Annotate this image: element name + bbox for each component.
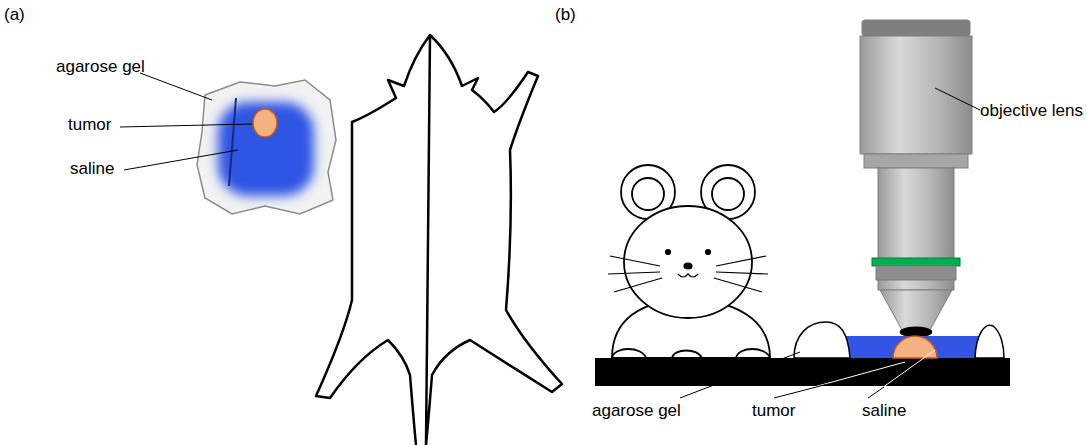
part-label: tumor <box>68 116 111 133</box>
leader-line <box>935 88 980 110</box>
part-label: agarose gel <box>56 58 145 75</box>
leader-line <box>120 124 252 127</box>
objective-lens <box>860 20 972 337</box>
part-label: objective lens <box>980 102 1083 119</box>
agarose-gel-wall <box>794 322 850 358</box>
leader-line <box>868 350 935 398</box>
saline-pool <box>842 336 982 358</box>
mouse-outline <box>316 35 562 445</box>
agarose-gel-wall <box>975 325 1004 358</box>
tumor-shape <box>893 336 937 358</box>
incision-line <box>229 98 236 186</box>
leader-line <box>774 384 828 398</box>
agarose-gel-patch <box>197 80 336 214</box>
mouse-face <box>608 250 768 293</box>
part-label: tumor <box>752 402 795 419</box>
part-label: saline <box>70 160 114 177</box>
leader-line <box>140 73 212 100</box>
leader-line <box>124 150 238 170</box>
stage-platform <box>595 358 1010 386</box>
part-label: agarose gel <box>592 402 681 419</box>
panel-label: (b) <box>555 6 576 23</box>
leader-line <box>680 352 800 398</box>
tumor-shape <box>253 109 277 137</box>
leader-line <box>868 387 884 398</box>
part-label: saline <box>862 402 906 419</box>
leader-line <box>774 362 905 398</box>
panel-label: (a) <box>4 6 25 23</box>
